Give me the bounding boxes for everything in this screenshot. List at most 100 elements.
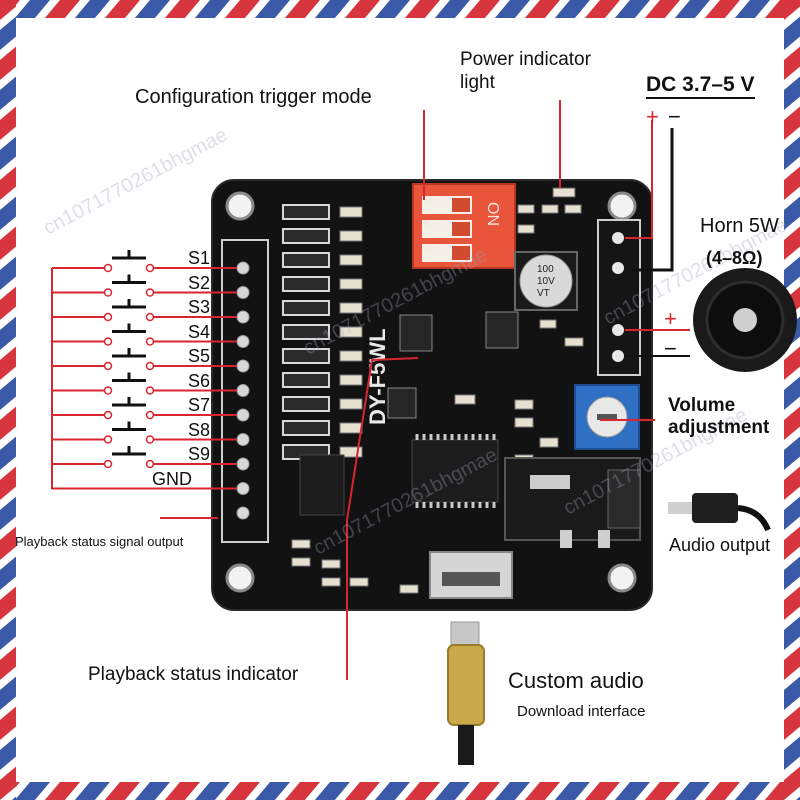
dip-label-on: ON — [484, 202, 501, 226]
smd-diode — [282, 252, 330, 268]
button-terminal — [145, 263, 155, 273]
main-ic — [411, 434, 499, 508]
dc-voltage-label: DC 3.7–5 V — [646, 73, 755, 99]
power-speaker-terminals — [597, 219, 641, 376]
dip-switch: ON 1 2 3 — [412, 183, 516, 269]
pin-label-s3: S3 — [188, 297, 211, 317]
download-interface-label: Download interface — [517, 703, 646, 720]
button-terminal — [103, 337, 113, 346]
speaker-wires — [625, 329, 690, 357]
airmail-border-left — [0, 0, 16, 800]
button-terminal — [103, 288, 113, 297]
button-terminal — [103, 386, 113, 395]
smd-resistor — [339, 350, 363, 362]
dc-plus-label: + — [646, 104, 659, 129]
leader-lines — [160, 100, 655, 680]
smd-diode — [282, 372, 330, 388]
button-terminal — [145, 312, 155, 322]
pin-pad — [236, 482, 250, 495]
dip-number-3: 3 — [421, 244, 436, 251]
pin-pad — [236, 359, 250, 373]
pin-pad — [236, 384, 250, 397]
micro-usb-port — [429, 551, 513, 599]
custom-audio-label: Custom audio — [508, 668, 644, 693]
pin-pad — [236, 335, 250, 348]
pin-label-s5: S5 — [188, 346, 211, 366]
smd-resistor — [339, 278, 363, 290]
button-terminal — [145, 288, 155, 297]
button-terminal — [145, 361, 155, 371]
button-terminal — [145, 386, 155, 395]
pin-pad — [236, 433, 250, 446]
pin-label-gnd: GND — [152, 468, 192, 489]
button-terminal — [103, 435, 113, 444]
cap-label-series: VT — [537, 288, 550, 299]
button-terminal — [103, 312, 113, 322]
audio-plug-icon — [668, 493, 771, 532]
pin-pad — [236, 261, 250, 275]
pin-label-s4: S4 — [188, 321, 211, 342]
dc-wires — [630, 128, 674, 272]
volume-adjustment-label: Volume adjustment — [668, 395, 770, 438]
smd-diode — [282, 300, 330, 316]
airmail-border-top — [0, 0, 800, 18]
smd-resistor — [339, 254, 363, 266]
button-terminal — [103, 361, 113, 371]
button-terminal — [103, 459, 113, 469]
speaker-minus-label: − — [664, 336, 677, 361]
smd-diode — [282, 276, 330, 292]
pin-label-s2: S2 — [188, 272, 211, 293]
pin-label-s7: S7 — [188, 395, 211, 415]
smd-diode — [282, 204, 330, 220]
smd-diode — [282, 324, 330, 340]
smd-diode — [282, 420, 330, 436]
amp-ic — [299, 454, 345, 516]
config-trigger-mode-label: Configuration trigger mode — [135, 86, 372, 108]
dip-number-1: 1 — [421, 196, 436, 203]
dc-minus-label: − — [668, 104, 681, 129]
power-led — [552, 187, 576, 198]
airmail-border-bottom — [0, 782, 800, 800]
button-terminal — [103, 263, 113, 273]
pin-pad — [236, 286, 250, 299]
button-terminal — [103, 410, 113, 420]
pin-label-s1: S1 — [188, 248, 211, 268]
smd-resistor — [339, 230, 363, 242]
speaker-plus-label: + — [664, 306, 677, 331]
transistors — [387, 311, 519, 419]
volume-potentiometer — [574, 384, 640, 450]
horn-power-label: Horn 5W — [700, 215, 779, 237]
smd-diode — [282, 348, 330, 364]
dip-number-2: 2 — [421, 220, 436, 227]
pin-header — [236, 261, 250, 520]
pin-label-s9: S9 — [188, 444, 211, 464]
pin-pad — [236, 506, 250, 520]
speaker-icon — [693, 268, 797, 372]
audio-output-label: Audio output — [669, 535, 771, 555]
cap-label-voltage: 10V — [537, 276, 555, 287]
pin-label-s6: S6 — [188, 370, 211, 391]
smd-resistor — [339, 446, 363, 458]
electrolytic-capacitor: 100 10V VT — [514, 251, 578, 311]
pin-pad — [236, 457, 250, 471]
button-terminal — [145, 459, 155, 469]
power-indicator-label: Power indicator light — [460, 49, 591, 93]
button-wiring — [51, 250, 237, 490]
cap-label-value: 100 — [537, 264, 554, 275]
smd-resistor — [339, 206, 363, 218]
playback-status-signal-output-label: Playback status signal output — [15, 534, 184, 549]
playback-status-indicator-label: Playback status indicator — [88, 664, 299, 685]
horn-impedance-label: (4–8Ω) — [706, 248, 763, 268]
smd-diode — [282, 228, 330, 244]
pin-label-s8: S8 — [188, 419, 211, 440]
button-terminal — [145, 337, 155, 346]
smd-diode — [282, 396, 330, 412]
audio-jack — [504, 457, 641, 548]
gnd-bus-wire — [51, 268, 237, 490]
mounting-holes — [225, 191, 637, 593]
smd-resistor — [339, 422, 363, 434]
smd-resistor — [339, 302, 363, 314]
smd-resistor — [339, 398, 363, 410]
smd-resistor — [339, 326, 363, 338]
